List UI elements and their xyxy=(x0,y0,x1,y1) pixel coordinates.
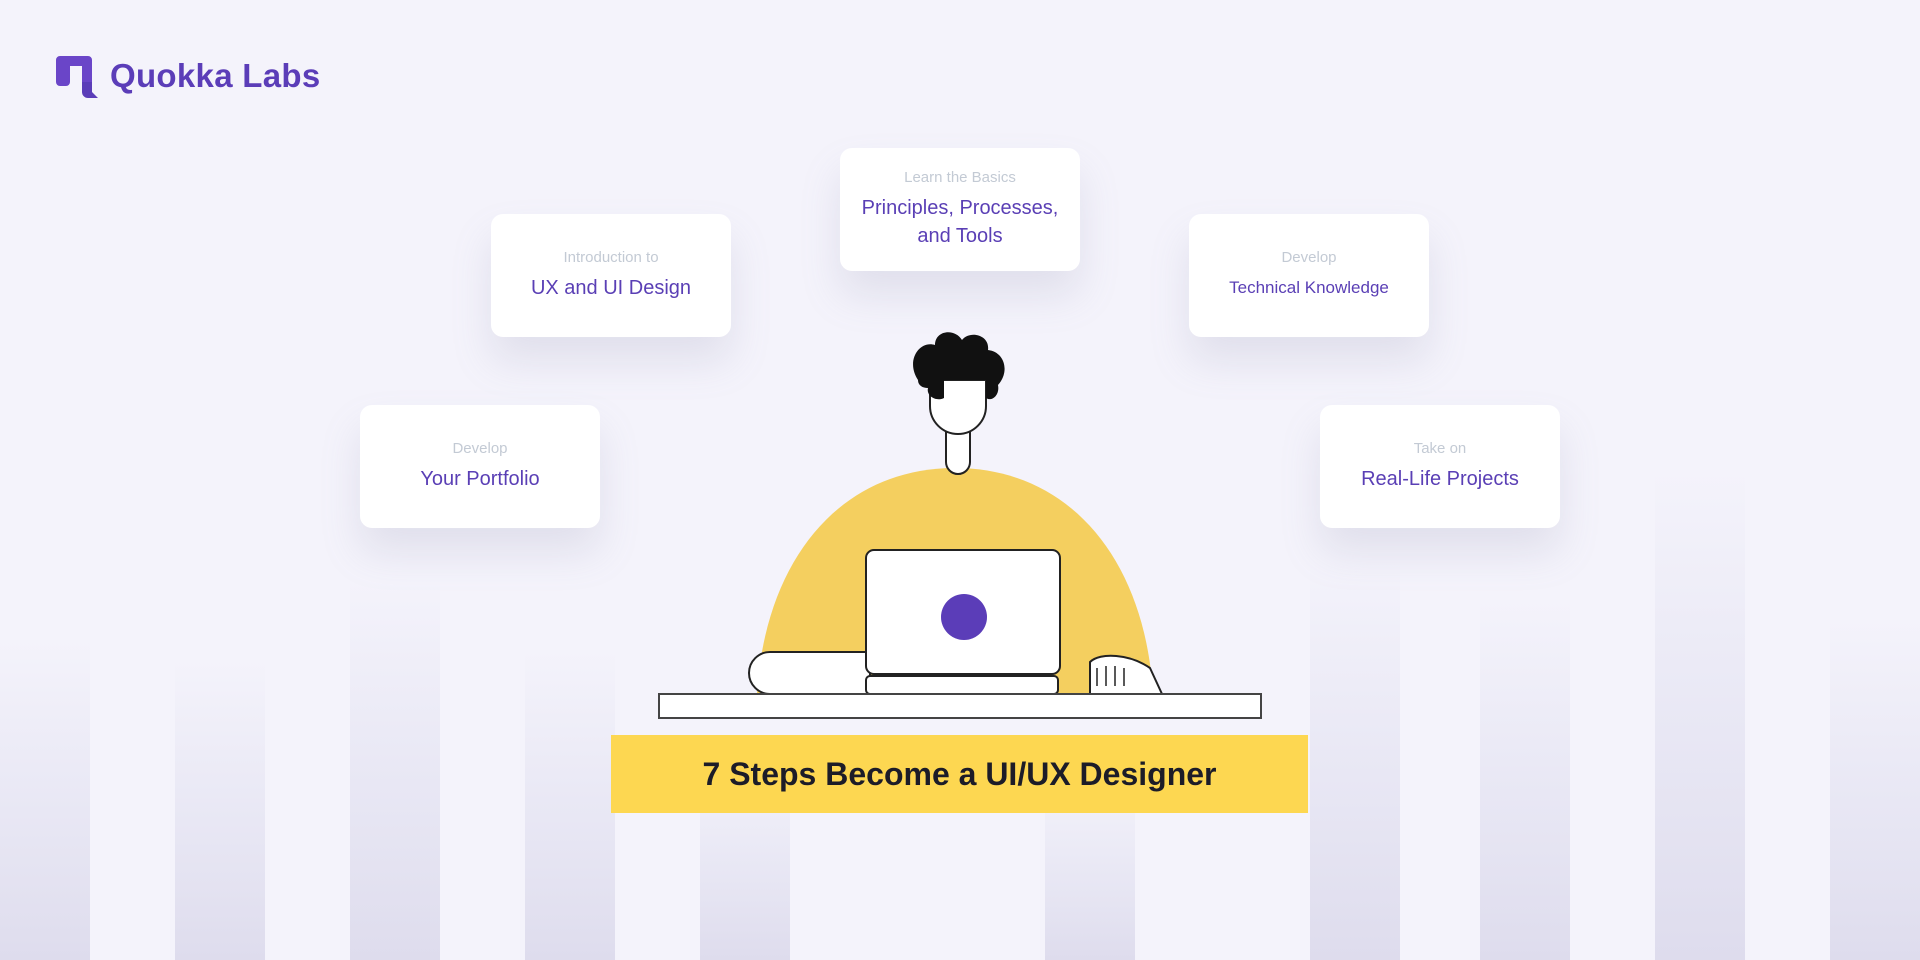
designer-illustration xyxy=(658,332,1262,719)
brand-name: Quokka Labs xyxy=(110,57,321,94)
card-title: Real-Life Projects xyxy=(1361,468,1519,490)
step-card-basics: Learn the Basics Principles, Processes, … xyxy=(840,148,1080,271)
card-title: Principles, Processes, and Tools xyxy=(861,197,1059,247)
card-label: Learn the Basics xyxy=(904,169,1016,186)
step-card-intro: Introduction to UX and UI Design xyxy=(491,214,731,337)
card-label: Develop xyxy=(452,440,508,457)
desk xyxy=(658,693,1262,719)
step-card-portfolio: Develop Your Portfolio xyxy=(360,405,600,528)
card-label: Introduction to xyxy=(563,249,659,266)
banner-title: 7 Steps Become a UI/UX Designer xyxy=(702,755,1217,792)
laptop-logo-dot xyxy=(941,594,987,640)
card-title: Technical Knowledge xyxy=(1229,278,1389,297)
card-title: Your Portfolio xyxy=(420,468,540,490)
card-title: UX and UI Design xyxy=(530,277,692,299)
quokka-logo-icon xyxy=(56,56,98,98)
step-card-projects: Take on Real-Life Projects xyxy=(1320,405,1560,528)
card-label: Take on xyxy=(1413,440,1467,457)
step-card-technical: Develop Technical Knowledge xyxy=(1189,214,1429,337)
brand-logo[interactable]: Quokka Labs xyxy=(54,52,321,100)
card-label: Develop xyxy=(1281,249,1337,266)
title-banner: 7 Steps Become a UI/UX Designer xyxy=(611,735,1308,813)
